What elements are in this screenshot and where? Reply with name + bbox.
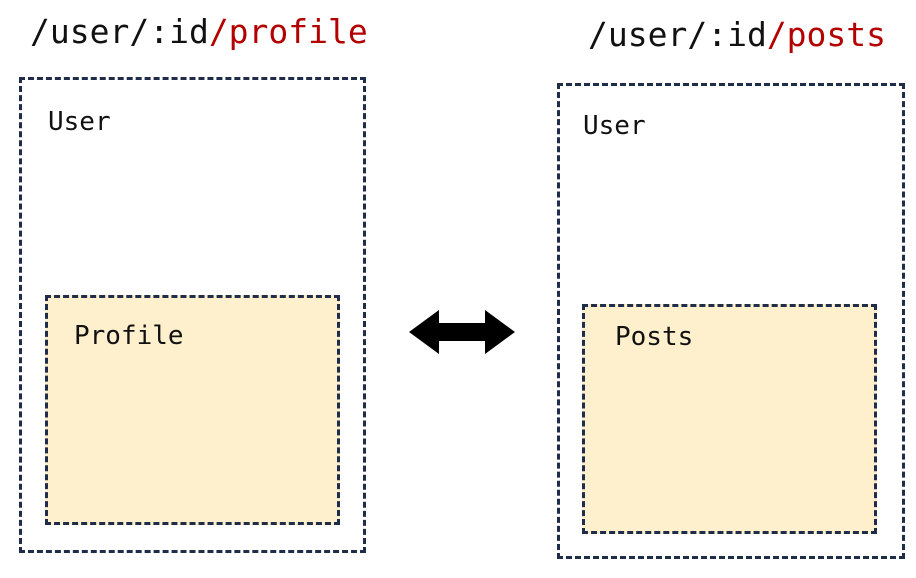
- left-profile-label: Profile: [74, 321, 184, 351]
- right-route-child: /posts: [766, 15, 887, 54]
- left-route-child: /profile: [208, 12, 368, 51]
- right-user-container: User: [557, 83, 905, 559]
- left-user-container: User: [19, 77, 366, 553]
- left-profile-container: Profile: [45, 295, 340, 525]
- right-posts-container: Posts: [582, 304, 877, 534]
- right-user-label: User: [583, 111, 646, 141]
- left-user-label: User: [48, 107, 111, 137]
- right-posts-label: Posts: [615, 322, 694, 352]
- right-route-base: /user/:id: [588, 15, 767, 54]
- right-route-path: /user/:id/posts: [588, 15, 886, 55]
- left-route-base: /user/:id: [30, 12, 209, 51]
- double-headed-arrow-icon: [409, 310, 515, 354]
- left-route-path: /user/:id/profile: [30, 12, 368, 52]
